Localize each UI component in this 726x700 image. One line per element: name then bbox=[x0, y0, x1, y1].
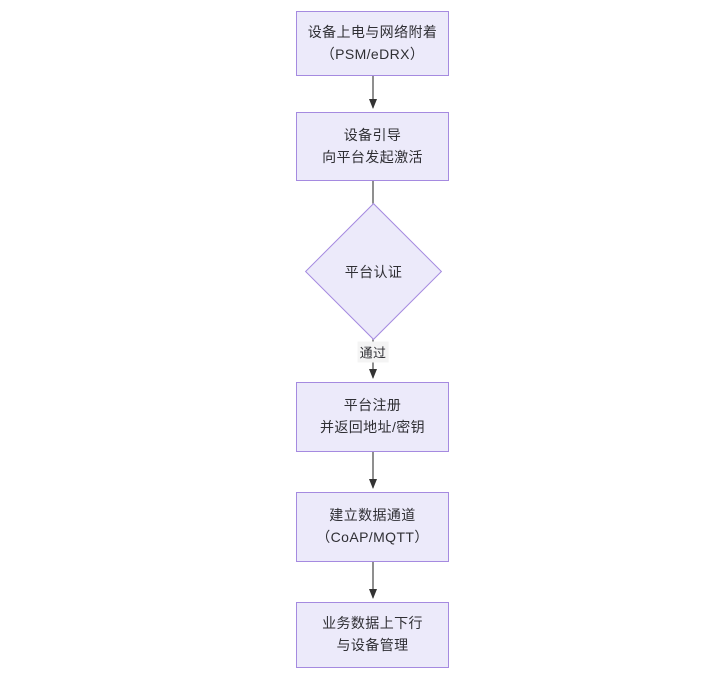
node-label-line2: （PSM/eDRX） bbox=[320, 45, 425, 62]
node-platform-auth-decision[interactable]: 平台认证 bbox=[304, 202, 443, 341]
node-business-data-and-device-management[interactable]: 业务数据上下行 与设备管理 bbox=[296, 602, 449, 668]
edge-label-pass: 通过 bbox=[357, 341, 389, 363]
node-label-line2: 与设备管理 bbox=[336, 637, 409, 653]
node-label-line1: 平台注册 bbox=[343, 397, 402, 414]
node-device-bootstrap[interactable]: 设备引导 向平台发起激活 bbox=[296, 112, 449, 181]
node-label-line1: 设备引导 bbox=[343, 126, 402, 143]
node-label-line1: 平台认证 bbox=[344, 263, 403, 280]
node-platform-registration[interactable]: 平台注册 并返回地址/密钥 bbox=[296, 382, 449, 452]
node-label-line1: 业务数据上下行 bbox=[322, 615, 423, 632]
node-device-power-on[interactable]: 设备上电与网络附着 （PSM/eDRX） bbox=[296, 11, 449, 76]
node-label-line2: 并返回地址/密钥 bbox=[319, 419, 426, 435]
node-establish-data-channel[interactable]: 建立数据通道 （CoAP/MQTT） bbox=[296, 492, 449, 562]
node-label-line2: 向平台发起激活 bbox=[322, 148, 423, 165]
node-label-line1: 建立数据通道 bbox=[329, 507, 416, 524]
node-label-line2: （CoAP/MQTT） bbox=[316, 529, 429, 545]
node-label-line1: 设备上电与网络附着 bbox=[307, 23, 438, 40]
